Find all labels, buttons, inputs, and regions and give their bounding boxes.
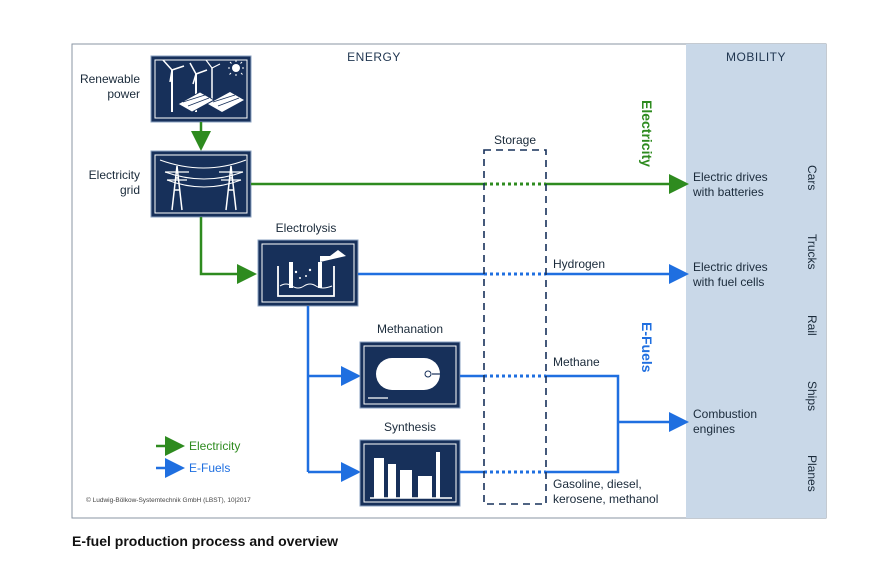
wind-solar-icon xyxy=(150,55,252,123)
methanation-label: Methanation xyxy=(377,322,443,336)
storage-box xyxy=(483,149,547,505)
liquid-fuels-label-1: Gasoline, diesel, xyxy=(553,477,642,491)
copyright: © Ludwig-Bölkow-Systemtechnik GmbH (LBST… xyxy=(86,496,251,504)
electrolysis-label: Electrolysis xyxy=(276,221,337,235)
electricity-heading: Electricity xyxy=(639,100,655,167)
mode-cars: Cars xyxy=(805,165,819,190)
refinery-icon xyxy=(359,439,461,507)
renewable-power-label-2: power xyxy=(107,87,140,101)
batteries-label-2: with batteries xyxy=(692,185,764,199)
hydrogen-label: Hydrogen xyxy=(553,257,605,271)
combustion-label-1: Combustion xyxy=(693,407,757,421)
mobility-panel xyxy=(686,44,826,518)
figure-caption: E-fuel production process and overview xyxy=(72,533,339,549)
mode-planes: Planes xyxy=(805,455,819,492)
synthesis-label: Synthesis xyxy=(384,420,436,434)
efuels-heading: E-Fuels xyxy=(639,322,655,373)
liquid-fuels-label-2: kerosene, methanol xyxy=(553,492,658,506)
mobility-header: MOBILITY xyxy=(726,50,786,64)
combustion-label-2: engines xyxy=(693,422,735,436)
power-pylon-icon xyxy=(150,150,252,218)
mode-trucks: Trucks xyxy=(805,234,819,270)
fuel-cells-label-1: Electric drives xyxy=(693,260,768,274)
line-liquids-to-combustion xyxy=(546,422,620,474)
storage-label: Storage xyxy=(494,133,536,147)
tank-icon xyxy=(359,341,461,409)
legend-electricity-label: Electricity xyxy=(189,439,240,453)
mode-rail: Rail xyxy=(805,315,819,336)
line-methane-to-combustion xyxy=(546,374,620,422)
legend-efuels-label: E-Fuels xyxy=(189,461,230,475)
methane-label: Methane xyxy=(553,355,600,369)
grid-label-1: Electricity xyxy=(89,168,140,182)
electrolyzer-icon xyxy=(257,239,359,307)
arrow-grid-to-electrolysis xyxy=(199,217,257,284)
grid-label-2: grid xyxy=(120,183,140,197)
fuel-cells-label-2: with fuel cells xyxy=(692,275,764,289)
renewable-power-label-1: Renewable xyxy=(80,72,140,86)
energy-header: ENERGY xyxy=(347,50,401,64)
batteries-label-1: Electric drives xyxy=(693,170,768,184)
mode-ships: Ships xyxy=(805,381,819,411)
